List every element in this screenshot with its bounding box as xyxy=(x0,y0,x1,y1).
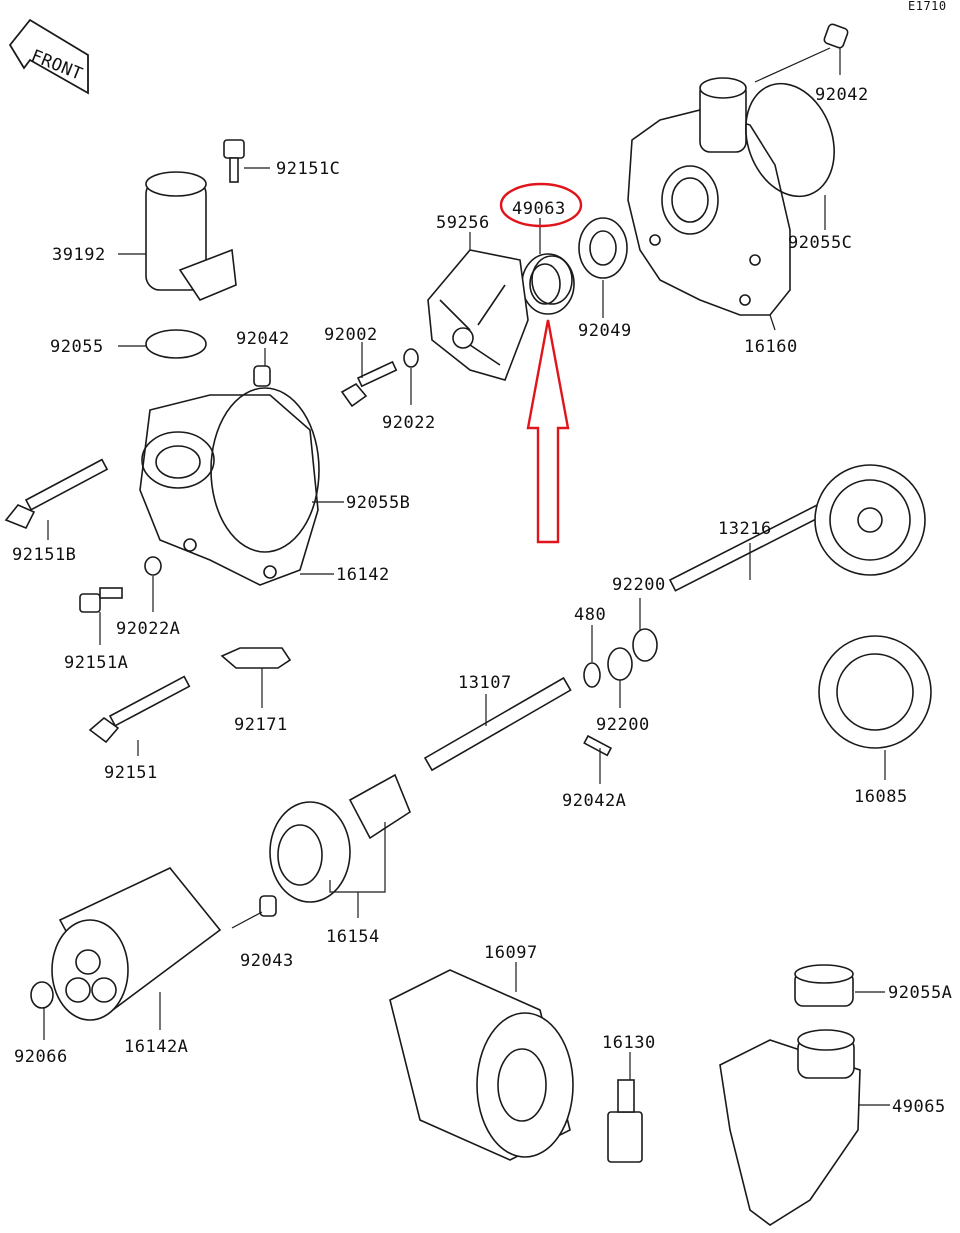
label-16154: 16154 xyxy=(326,927,380,947)
part-92049-bearing[interactable] xyxy=(578,217,628,279)
label-92002: 92002 xyxy=(324,325,378,345)
label-92055A: 92055A xyxy=(888,983,952,1003)
label-49063: 49063 xyxy=(512,199,566,219)
label-92042-top: 92042 xyxy=(815,85,869,105)
label-92200-a: 92200 xyxy=(612,575,666,595)
label-92151C: 92151C xyxy=(276,159,340,179)
part-92151C-bolt[interactable] xyxy=(223,139,245,183)
part-92043-pin[interactable] xyxy=(259,895,277,917)
label-92043: 92043 xyxy=(240,951,294,971)
part-92151-bolt[interactable] xyxy=(88,675,191,744)
label-16160: 16160 xyxy=(744,337,798,357)
part-92042-dowel-top[interactable] xyxy=(823,23,849,49)
label-92055: 92055 xyxy=(50,337,104,357)
part-92002-bolt[interactable] xyxy=(340,360,398,408)
label-92055B: 92055B xyxy=(346,493,410,513)
label-16130: 16130 xyxy=(602,1033,656,1053)
part-49063-mechanical-seal[interactable] xyxy=(521,253,575,315)
label-59256: 59256 xyxy=(436,213,490,233)
label-16097: 16097 xyxy=(484,943,538,963)
label-39192: 39192 xyxy=(52,245,106,265)
part-16142-pump-body[interactable] xyxy=(139,394,319,586)
part-92055B-gasket[interactable] xyxy=(210,387,320,553)
leader-lines xyxy=(43,47,890,1106)
label-92022: 92022 xyxy=(382,413,436,433)
label-16085: 16085 xyxy=(854,787,908,807)
part-92151A-bolt[interactable] xyxy=(79,587,123,613)
label-92151B: 92151B xyxy=(12,545,76,565)
part-92055C-oring[interactable] xyxy=(731,71,850,209)
part-16154-rotor-set[interactable] xyxy=(269,773,411,903)
part-92171-clamp[interactable] xyxy=(220,647,292,669)
highlight-circle xyxy=(499,182,583,228)
part-92022A-washer[interactable] xyxy=(144,556,162,576)
part-92055A-cap[interactable] xyxy=(794,964,854,1007)
label-92171: 92171 xyxy=(234,715,288,735)
part-16160-pump-cover[interactable] xyxy=(627,77,791,316)
label-16142A: 16142A xyxy=(124,1037,188,1057)
label-92022A: 92022A xyxy=(116,619,180,639)
part-49065-strainer[interactable] xyxy=(719,1029,861,1226)
label-49065: 49065 xyxy=(892,1097,946,1117)
part-16142A-motor-body[interactable] xyxy=(51,867,222,1021)
highlight-arrow-icon xyxy=(526,319,570,544)
part-92066-ring[interactable] xyxy=(30,981,54,1009)
label-92066: 92066 xyxy=(14,1047,68,1067)
label-92151A: 92151A xyxy=(64,653,128,673)
part-92042-dowel-mid[interactable] xyxy=(253,365,271,387)
part-16097-oil-filter[interactable] xyxy=(389,969,574,1161)
part-92200-washer-a[interactable] xyxy=(632,628,658,662)
label-13107: 13107 xyxy=(458,673,512,693)
part-59256-impeller[interactable] xyxy=(427,249,529,381)
part-13107-pump-shaft[interactable] xyxy=(423,676,572,772)
part-92022-washer[interactable] xyxy=(403,348,419,368)
part-39192-hose-fitting[interactable] xyxy=(145,171,237,301)
highlight-marker xyxy=(499,182,583,544)
label-92151: 92151 xyxy=(104,763,158,783)
label-92200-b: 92200 xyxy=(596,715,650,735)
part-labels: 92042 92055C 16160 92049 49063 59256 920… xyxy=(12,85,952,1117)
part-13216-gear-shaft[interactable] xyxy=(668,464,926,592)
part-92200-washer-b[interactable] xyxy=(607,647,633,681)
part-92042A-pin[interactable] xyxy=(583,734,613,757)
part-480-circlip[interactable] xyxy=(583,662,601,688)
label-92055C: 92055C xyxy=(788,233,852,253)
part-92151B-bolt[interactable] xyxy=(4,458,109,530)
part-16130-switch[interactable] xyxy=(607,1079,643,1163)
label-13216: 13216 xyxy=(718,519,772,539)
label-480: 480 xyxy=(574,605,606,625)
front-arrow-icon: FRONT xyxy=(8,18,89,95)
diagram-id: E1710 xyxy=(908,0,947,13)
part-16085-gear[interactable] xyxy=(818,635,932,749)
label-92049: 92049 xyxy=(578,321,632,341)
label-92042-mid: 92042 xyxy=(236,329,290,349)
part-92055-oring[interactable] xyxy=(145,329,207,359)
label-16142: 16142 xyxy=(336,565,390,585)
label-92042A: 92042A xyxy=(562,791,626,811)
